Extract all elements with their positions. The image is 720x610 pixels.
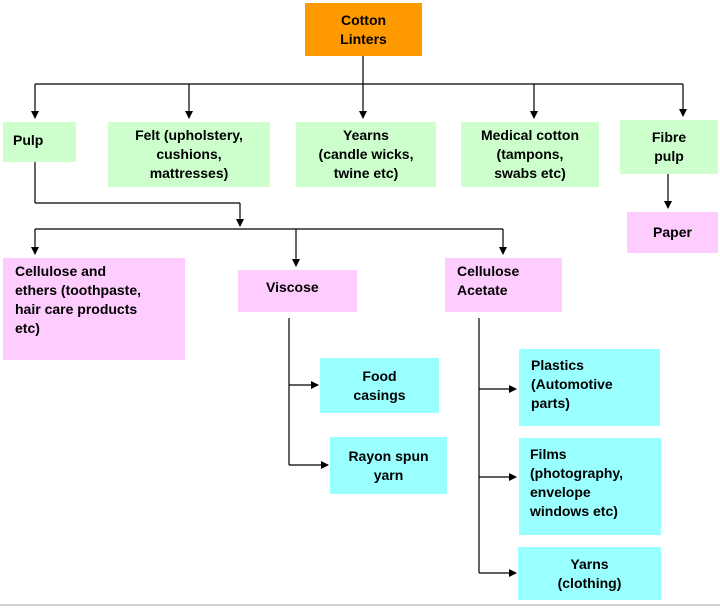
node-text-line: Fibre (651, 129, 687, 145)
node-viscose: Viscose (238, 270, 357, 312)
node-text-line: Pulp (13, 132, 44, 148)
node-yarns-clothing: Yarns (clothing) (518, 547, 661, 600)
node-text-line: (clothing) (557, 574, 622, 591)
node-text-line: envelope (530, 484, 591, 500)
node-text-line: Yarns (570, 555, 609, 572)
node-paper: Paper (627, 212, 718, 253)
node-text-line: hair care products (15, 301, 138, 317)
node-text-line: Medical cotton (480, 127, 579, 143)
node-text-line: pulp (654, 148, 684, 164)
node-text-line: Cotton (340, 11, 387, 28)
node-text-line: windows etc) (530, 503, 618, 519)
node-pulp: Pulp (3, 122, 76, 162)
node-text-line: (photography, (530, 465, 624, 481)
node-medical-cotton: Medical cotton (tampons, swabs etc) (461, 122, 599, 187)
node-text-line: Films (530, 446, 567, 462)
node-text-line: Cellulose and (15, 263, 107, 279)
node-text-line: etc) (15, 320, 40, 336)
node-text-line: (candle wicks, (318, 146, 414, 162)
node-text-line: (Automotive (531, 376, 613, 392)
node-text-line: Yearns (343, 127, 389, 143)
node-text-line: Acetate (457, 282, 508, 298)
node-text-line: (tampons, (496, 146, 564, 162)
bottom-divider (0, 604, 720, 606)
node-text-line: Felt (upholstery, (135, 127, 243, 143)
node-cotton-linters: Cotton Linters (305, 3, 422, 56)
node-yearns: Yearns (candle wicks, twine etc) (296, 122, 436, 187)
node-text-line: Rayon spun (348, 447, 429, 464)
node-text-line: cushions, (156, 146, 222, 162)
node-text-line: parts) (531, 395, 570, 411)
node-plastics: Plastics (Automotive parts) (519, 349, 660, 426)
node-fibre-pulp: Fibre pulp (620, 120, 718, 174)
node-food-casings: Food casings (320, 358, 439, 413)
node-cellulose-acetate: Cellulose Acetate (445, 258, 562, 312)
node-films: Films (photography, envelope windows etc… (519, 438, 661, 535)
node-text-line: mattresses) (149, 165, 229, 181)
node-text-line: casings (353, 386, 406, 403)
node-text-line: Food (362, 367, 397, 384)
node-text-line: ethers (toothpaste, (15, 282, 142, 298)
node-text-line: yarn (373, 466, 404, 483)
node-text-line: Plastics (531, 357, 584, 373)
node-cellulose-ethers: Cellulose and ethers (toothpaste, hair c… (3, 258, 185, 360)
node-text-line: twine etc) (333, 165, 399, 181)
node-text-line: swabs etc) (494, 165, 566, 181)
node-felt: Felt (upholstery, cushions, mattresses) (108, 122, 270, 187)
node-text-line: Cellulose (457, 263, 520, 279)
node-rayon-spun-yarn: Rayon spun yarn (330, 437, 447, 494)
node-text-line: Paper (653, 224, 692, 240)
node-text-line: Linters (340, 30, 387, 47)
node-text-line: Viscose (266, 279, 319, 295)
